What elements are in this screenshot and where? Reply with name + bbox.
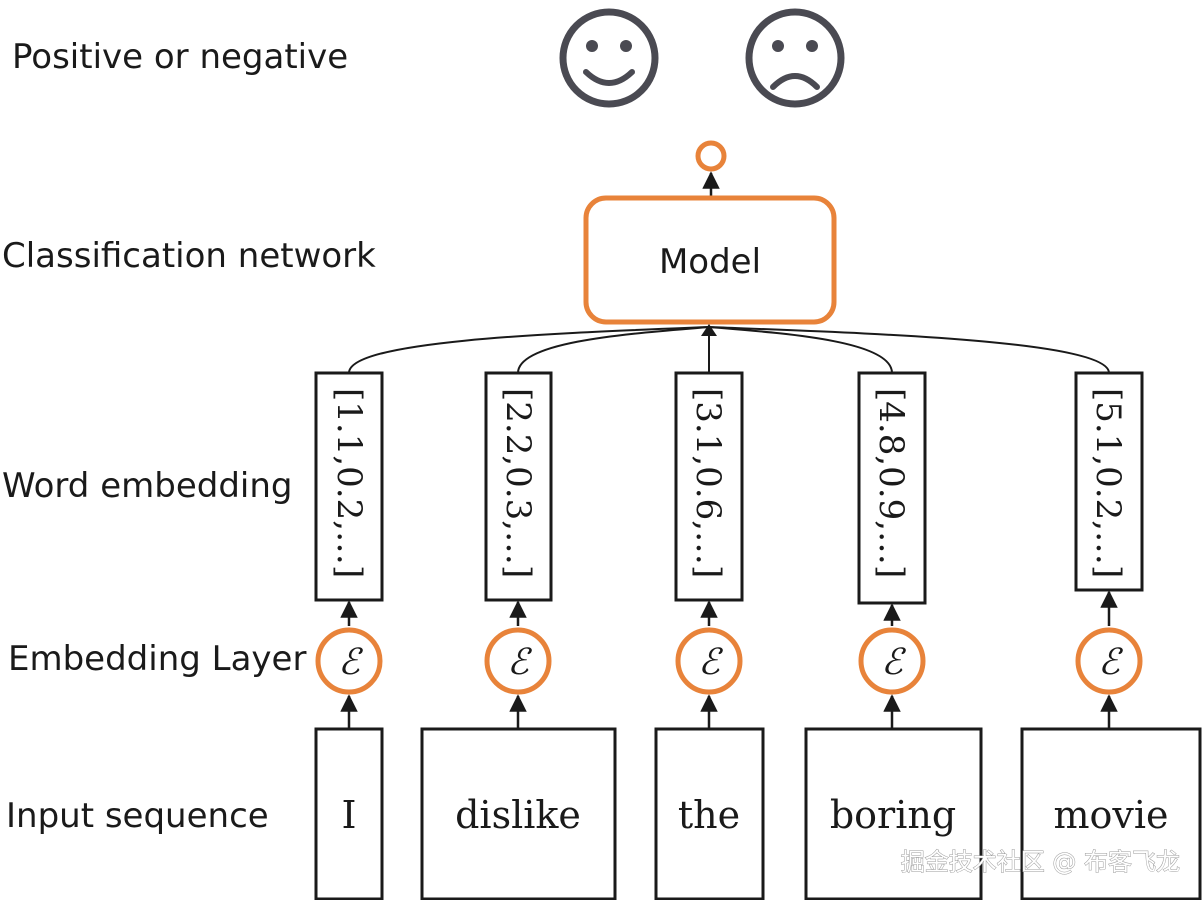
- model-box: [583, 195, 837, 325]
- column-5: [5.1,0.2,…] ℰ movie: [1020, 371, 1202, 900]
- input-word-box: [1020, 727, 1202, 900]
- row-label-output: Positive or negative: [12, 37, 348, 77]
- embedding-vector-text: [5.1,0.2,…]: [1088, 388, 1128, 578]
- row-label-embedding: Word embedding: [2, 466, 292, 506]
- embedding-vector-box: [1074, 371, 1144, 592]
- epsilon-symbol: ℰ: [698, 642, 723, 683]
- input-word-box: [654, 727, 765, 900]
- connection-curve-5: [708, 326, 1110, 374]
- epsilon-symbol: ℰ: [881, 642, 906, 683]
- row-label-classifier: Classification network: [2, 236, 376, 276]
- column-4: [4.8,0.9,…] ℰ boring: [804, 371, 983, 900]
- column-1: [1.1,0.2,…] ℰ I: [314, 371, 384, 900]
- input-word: movie: [1053, 793, 1168, 837]
- smiley-face-icon: [559, 8, 659, 108]
- input-word: I: [341, 793, 356, 837]
- embedding-vector-text: [2.2,0.3,…]: [498, 388, 538, 578]
- embedding-layer-node: [858, 627, 926, 695]
- embedding-layer-node: [675, 627, 743, 695]
- watermark: 掘金技术社区 @ 布客飞龙: [901, 848, 1180, 876]
- embedding-vector-box: [857, 371, 927, 605]
- epsilon-symbol: ℰ: [338, 642, 363, 683]
- embedding-to-model-connections: [348, 324, 1110, 374]
- epsilon-symbol: ℰ: [1098, 642, 1123, 683]
- embedding-layer-node: [484, 627, 552, 695]
- epsilon-symbol: ℰ: [507, 642, 532, 683]
- embedding-layer-node: [1075, 627, 1143, 695]
- input-word: dislike: [455, 793, 581, 837]
- embedding-vector-box: [674, 371, 744, 602]
- input-word: boring: [830, 793, 956, 837]
- embedding-vector-text: [1.1,0.2,…]: [329, 388, 369, 578]
- model-label: Model: [659, 242, 761, 282]
- column-2: [2.2,0.3,…] ℰ dislike: [420, 371, 617, 900]
- embedding-vector-text: [3.1,0.6,…]: [688, 388, 728, 578]
- input-word: the: [678, 793, 740, 837]
- row-label-embedding-layer: Embedding Layer: [8, 639, 306, 679]
- embedding-vector-text: [4.8,0.9,…]: [871, 388, 911, 578]
- input-word-box: [804, 727, 983, 900]
- connection-curve-2: [517, 326, 710, 374]
- input-word-box: [314, 727, 384, 900]
- embedding-vector-box: [314, 371, 384, 602]
- output-node: [695, 140, 727, 172]
- embedding-layer-node: [315, 627, 383, 695]
- column-3: [3.1,0.6,…] ℰ the: [654, 371, 765, 900]
- model-input-arrowhead: [701, 324, 717, 336]
- embedding-vector-box: [484, 371, 553, 602]
- connection-curve-1: [348, 326, 710, 374]
- connection-curve-4: [708, 326, 893, 374]
- input-word-box: [420, 727, 617, 900]
- row-label-input: Input sequence: [6, 796, 269, 836]
- sad-face-icon: [745, 8, 845, 108]
